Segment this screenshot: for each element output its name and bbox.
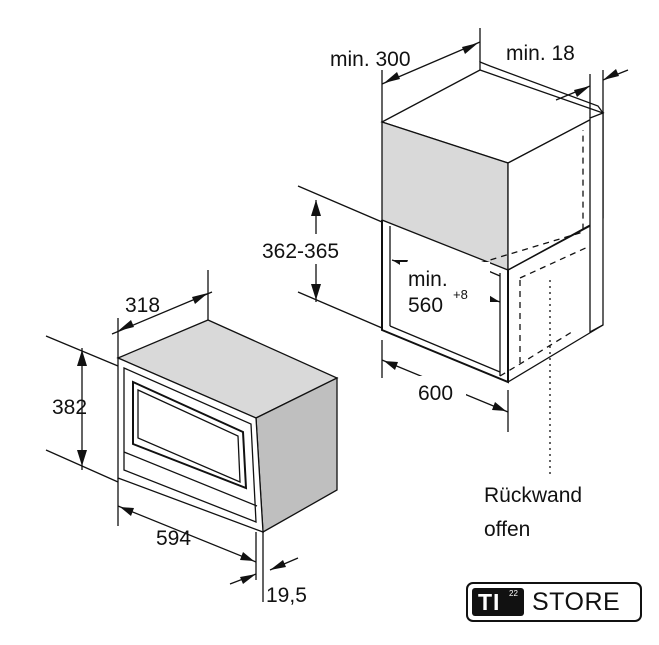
note-line-1: Rückwand [484,484,582,507]
dim-label-min-300: min. 300 [330,48,411,71]
dim-niche-min-width: min. 560 +8 [391,259,501,320]
dim-side-gap: min. 18 [506,42,629,118]
dim-cabinet-depth: min. 300 [330,28,481,122]
niche-floor-edge [507,324,604,383]
oven-illustration [116,319,339,534]
cabinet-back-top [479,61,604,114]
dim-label-560: 560 [408,294,443,317]
logo-mark-text: TI [478,589,501,615]
open-back-note: Rückwand offen [484,484,582,541]
note-line-2: offen [484,518,530,541]
dim-label-min: min. [408,268,448,291]
dim-label-min-18: min. 18 [506,42,575,65]
dim-oven-height: 382 [45,335,119,483]
cabinet-illustration [380,61,605,476]
cabinet-side-panel [589,112,604,334]
logo-mark-superscript: 22 [509,589,518,598]
dim-oven-depth: 318 [111,270,213,358]
niche-front-edge [381,220,509,384]
hidden-floor-edge [499,329,576,377]
dim-oven-front-offset: 19,5 [229,532,307,607]
logo-mark: TI 22 [472,588,524,616]
dim-label-382: 382 [52,396,87,419]
dim-niche-height: 362-365 [258,185,383,329]
oven-door-window [132,380,248,490]
dim-label-362-365: 362-365 [262,240,339,263]
hidden-upper-edge [519,245,591,279]
dim-label-318: 318 [125,294,160,317]
dim-niche-width: 600 [381,340,509,432]
oven-front-frame [123,367,257,523]
dim-oven-width: 594 [117,478,257,580]
oven-door-window-inner [137,388,241,484]
dim-label-600: 600 [418,382,453,405]
dim-label-594: 594 [156,527,191,550]
dim-label-560-tolerance: +8 [453,287,468,302]
hidden-back-edge [479,130,584,264]
dim-label-19-5: 19,5 [266,584,307,607]
niche-inner-floor [389,325,501,373]
oven-control-strip [123,451,258,507]
logo-word: STORE [532,588,621,616]
ti-store-logo: TI 22 STORE [466,582,642,622]
